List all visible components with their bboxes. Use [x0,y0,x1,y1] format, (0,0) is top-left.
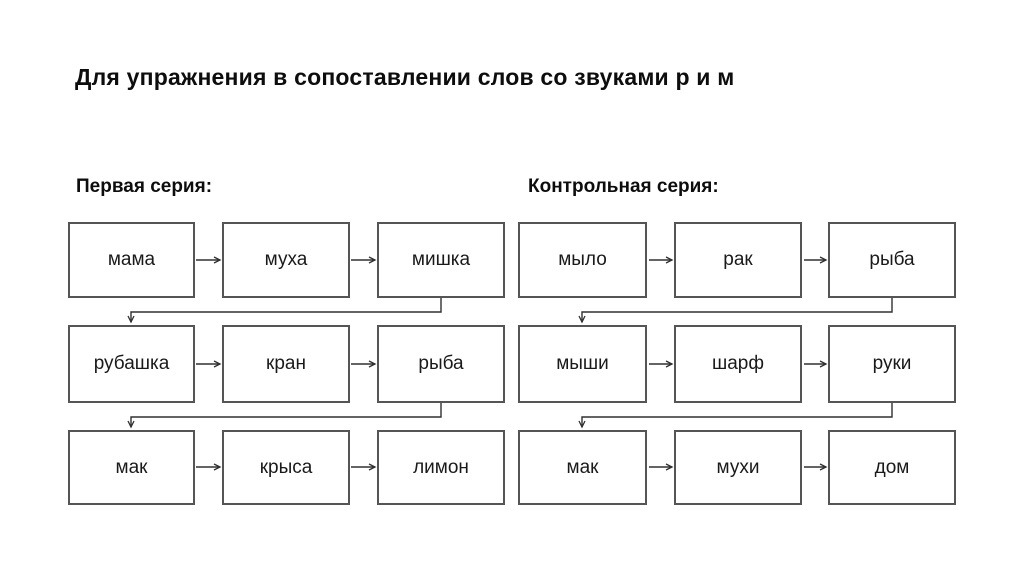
row-connector-arrow [578,298,893,324]
word-label: рыба [869,249,915,270]
word-label: рубашка [93,353,170,374]
word-box-first-3-3: лимон [377,430,505,505]
word-label: мыши [556,353,609,374]
word-label: мак [566,456,599,478]
row-connector-arrow [127,403,442,429]
word-label: шарф [711,353,764,374]
word-box-control-2-1: мыши [518,325,647,403]
word-box-control-2-3: руки [828,325,956,403]
word-box-control-1-3: рыба [828,222,956,298]
word-label: лимон [413,456,469,478]
word-label: крыса [259,456,313,478]
word-box-control-3-2: мухи [674,430,802,505]
word-box-first-3-1: мак [68,430,195,505]
word-box-first-2-2: кран [222,325,350,403]
word-box-control-1-2: рак [674,222,802,298]
word-label: руки [872,353,912,374]
word-label: мыло [558,249,607,270]
word-box-control-3-1: мак [518,430,647,505]
word-box-control-1-1: мыло [518,222,647,298]
word-label: мухи [716,456,760,478]
word-label: кран [266,353,306,374]
word-box-first-1-3: мишка [377,222,505,298]
word-label: рыба [418,353,464,374]
row-connector-arrow [127,298,442,324]
word-label: мама [107,249,156,270]
page-title: Для упражнения в сопоставлении слов со з… [75,64,735,90]
word-label: дом [874,456,910,478]
word-box-first-2-1: рубашка [68,325,195,403]
word-box-first-2-3: рыба [377,325,505,403]
word-box-first-1-1: мама [68,222,195,298]
word-box-first-1-2: муха [222,222,350,298]
word-label: рак [723,249,753,270]
word-label: муха [264,249,308,270]
word-box-first-3-2: крыса [222,430,350,505]
control-series-label: Контрольная серия: [528,176,719,197]
word-label: мишка [411,249,471,270]
first-series-label: Первая серия: [76,176,213,197]
word-box-control-3-3: дом [828,430,956,505]
word-label: мак [115,456,148,478]
word-box-control-2-2: шарф [674,325,802,403]
row-connector-arrow [578,403,893,429]
